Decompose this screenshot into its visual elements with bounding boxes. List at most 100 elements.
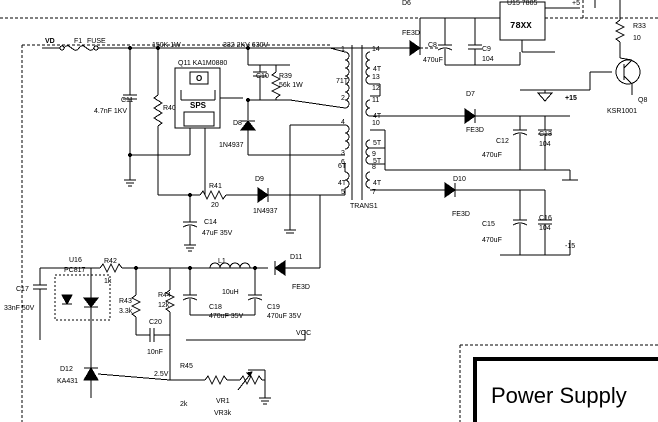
label-d6: D6 <box>402 0 411 7</box>
pin-14: 14 <box>372 46 380 53</box>
plus5-section <box>409 1 590 102</box>
label-c9: C9 <box>482 46 491 53</box>
label-q11: Q11 KA1M0880 <box>178 60 228 67</box>
label-c13-val: 104 <box>539 141 551 148</box>
label-d10-val: FE3D <box>452 211 470 218</box>
label-r43: R43 <box>119 298 132 305</box>
label-t6: 6T <box>338 163 347 170</box>
label-c9-val: 104 <box>482 56 494 63</box>
pin-4: 4 <box>341 119 345 126</box>
label-c10: C10 <box>256 73 269 80</box>
r41-d9-c14 <box>157 155 345 252</box>
label-c8: C8 <box>428 42 437 49</box>
d8-diode <box>239 120 340 156</box>
q11-chip <box>174 67 243 195</box>
label-r-150k: 150K 1W <box>152 42 181 49</box>
label-c17: C17 <box>16 286 29 293</box>
label-u15: U15 7805 <box>507 0 538 7</box>
label-u16: U16 <box>69 257 82 264</box>
label-voc: VOC <box>296 330 312 337</box>
label-r42-val: 1k <box>104 278 112 285</box>
label-c11: C11 <box>121 97 134 104</box>
label-vd: VD <box>45 38 55 45</box>
label-d12-val: KA431 <box>57 378 79 385</box>
pin-8: 8 <box>372 164 376 171</box>
title-text: Power Supply <box>491 383 627 408</box>
label-trans1: TRANS1 <box>350 203 378 210</box>
label-t5a: 5T <box>373 140 382 147</box>
label-vr1: VR1 <box>216 398 230 405</box>
q8-r33 <box>589 0 641 95</box>
label-c15: C15 <box>482 221 495 228</box>
label-vr1-val: VR3k <box>214 410 232 417</box>
label-c16-val: 104 <box>539 225 551 232</box>
label-v25: 2.5V <box>154 371 169 378</box>
label-t4b: 4T <box>373 66 382 73</box>
label-pc817: PC817 <box>64 267 86 274</box>
label-t5b: 5T <box>373 158 382 165</box>
label-c17-val: 33nF 50V <box>4 305 35 312</box>
label-c16: C16 <box>539 215 552 222</box>
pin-6: 6 <box>341 159 345 166</box>
label-c20-val: 10nF <box>147 349 163 356</box>
label-c14: C14 <box>204 219 217 226</box>
label-r42: R42 <box>104 258 117 265</box>
label-c19-val: 470uF 35V <box>267 313 302 320</box>
transformer <box>284 45 520 269</box>
label-c19: C19 <box>267 304 280 311</box>
label-q8-val: KSR1001 <box>607 108 637 115</box>
pin-10: 10 <box>372 120 380 127</box>
pin-3: 3 <box>341 150 345 157</box>
label-r40: R40 <box>163 105 176 112</box>
r45-vr1 <box>195 369 271 405</box>
label-minus15: -15 <box>565 243 576 250</box>
label-r45: R45 <box>180 363 193 370</box>
label-r39: R39 <box>279 73 292 80</box>
label-d12: D12 <box>60 366 73 373</box>
label-t4d: 4T <box>373 180 382 187</box>
label-r45-val: 2k <box>180 401 188 408</box>
label-d7: D7 <box>466 91 475 98</box>
label-c20: C20 <box>149 319 162 326</box>
label-c8-val: 470uF <box>423 57 443 64</box>
c11-r40-branch <box>123 48 190 187</box>
label-t71: 71T <box>336 78 349 85</box>
pin-5: 5 <box>341 189 345 196</box>
pin-2: 2 <box>341 95 345 102</box>
label-d8: D8 <box>233 120 242 127</box>
label-c18: C18 <box>209 304 222 311</box>
label-r44-val: 12k <box>158 302 170 309</box>
label-r41: R41 <box>209 183 222 190</box>
input-line <box>42 45 370 51</box>
pin-11: 11 <box>372 97 380 104</box>
label-c12: C12 <box>496 138 509 145</box>
pin-7: 7 <box>372 189 376 196</box>
label-q8: Q8 <box>638 97 648 104</box>
label-r33: R33 <box>633 23 646 30</box>
label-plus15: +15 <box>565 95 577 102</box>
label-ic-o: O <box>196 74 203 83</box>
label-c14-val: 47uF 35V <box>202 230 233 237</box>
pin-12: 12 <box>372 85 380 92</box>
label-r39-val: 56k 1W <box>279 82 303 89</box>
label-fuse: FUSE <box>87 38 106 45</box>
label-c12-val: 470uF <box>482 152 502 159</box>
label-d11-val: FE3D <box>292 284 310 291</box>
label-chip-78: 78XX <box>510 21 532 31</box>
pin-13: 13 <box>372 74 380 81</box>
label-plus5: +5 <box>572 0 580 7</box>
pin-1: 1 <box>341 46 345 53</box>
label-d10: D10 <box>453 176 466 183</box>
label-d8-val: 1N4937 <box>219 142 244 149</box>
pm15-section <box>444 108 578 256</box>
label-r33-val: 10 <box>633 35 641 42</box>
label-ic-sps: SPS <box>190 101 207 110</box>
feedback-loop <box>33 262 260 398</box>
label-t4c: 4T <box>373 113 382 120</box>
label-d6-val: FE3D <box>402 30 420 37</box>
label-f1: F1 <box>74 38 83 45</box>
l1-d11-section <box>182 260 306 341</box>
label-r43-val: 3.3k <box>119 308 133 315</box>
label-d9-val: 1N4937 <box>253 208 278 215</box>
